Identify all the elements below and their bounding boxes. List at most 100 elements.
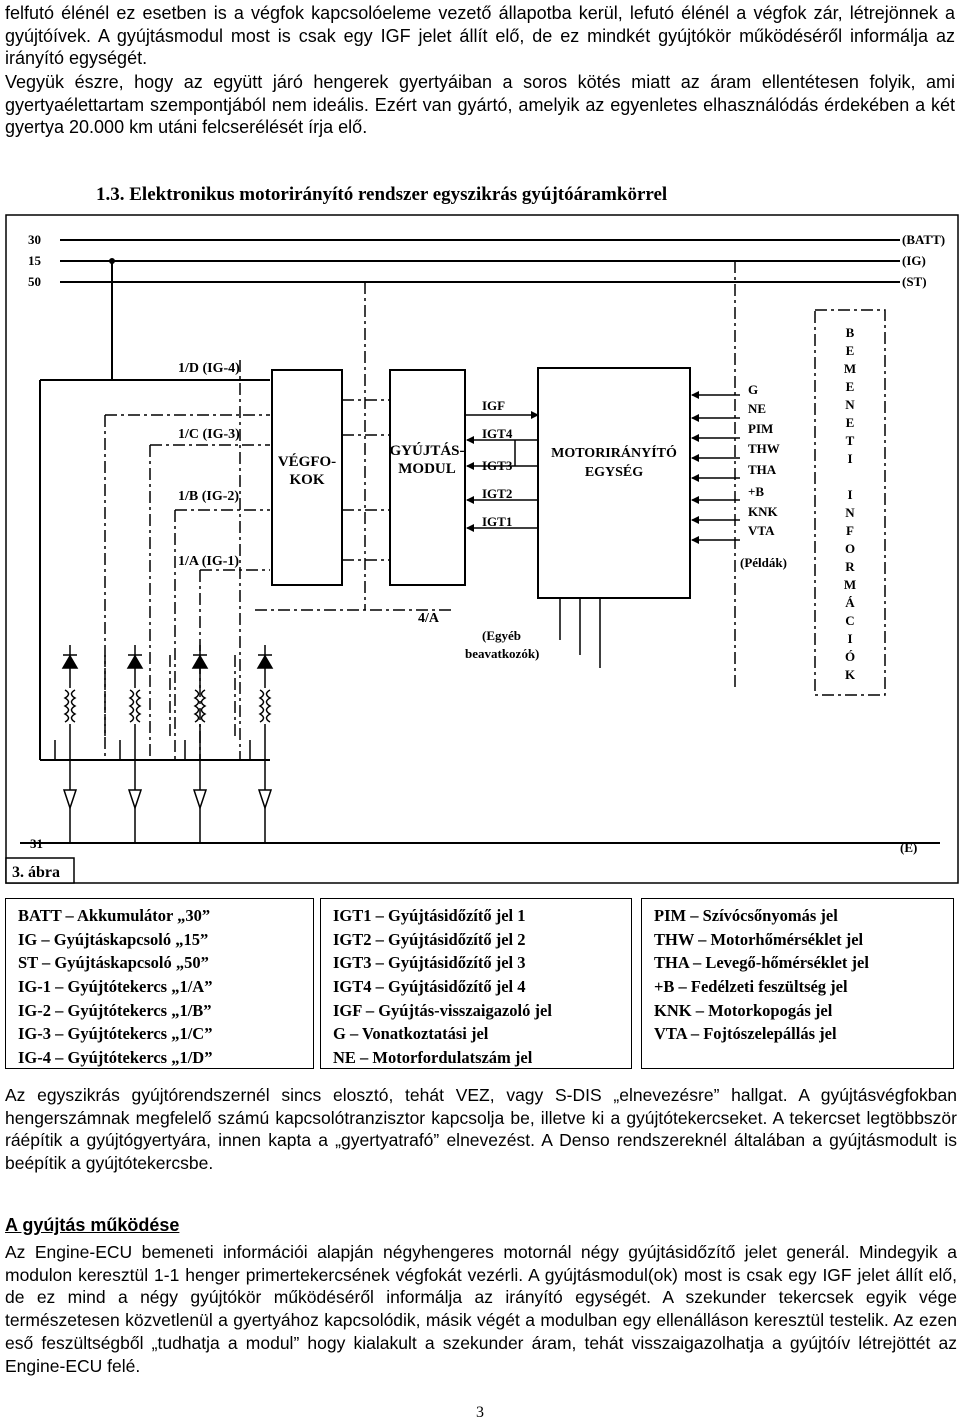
ecu-box: [537, 367, 691, 599]
signal-igf: IGF: [482, 398, 505, 413]
terminal-batt: (BATT): [902, 232, 945, 247]
input-thw: THW: [748, 441, 780, 456]
input-tha: THA: [748, 462, 777, 477]
diagram-frame: [5, 214, 959, 884]
input-plus-b: +B: [748, 484, 764, 499]
legend-item: IG-1 – Gyújtótekercs „1/A”: [18, 977, 213, 997]
legend-item: VTA – Fojtószelepállás jel: [654, 1024, 837, 1044]
legend-item: BATT – Akkumulátor „30”: [18, 906, 211, 925]
svg-text:I: I: [847, 451, 852, 466]
legend-item: NE – Motorfordulatszám jel: [333, 1048, 533, 1068]
secondary-coil-icon: [70, 689, 77, 723]
signal-igt1: IGT1: [482, 514, 512, 529]
svg-text:E: E: [846, 415, 855, 430]
body-paragraph-2: Az Engine-ECU bemeneti információi alapj…: [5, 1242, 957, 1376]
terminal-ig: (IG): [902, 253, 926, 268]
spark-plug-icon: [257, 789, 273, 811]
svg-text:E: E: [846, 343, 855, 358]
secondary-coil-icon: [200, 689, 207, 723]
vegfokok-box: [271, 369, 343, 586]
legend-item: IG-4 – Gyújtótekercs „1/D”: [18, 1048, 213, 1068]
input-g: G: [748, 382, 758, 397]
svg-text:N: N: [845, 397, 855, 412]
figure-title: 1.3. Elektronikus motorirányító rendszer…: [96, 184, 668, 205]
svg-text:Ó: Ó: [845, 649, 855, 664]
ecu-label-2: EGYSÉG: [585, 463, 643, 480]
input-info-box: [814, 309, 886, 696]
svg-text:I: I: [847, 487, 852, 502]
figure-caption: 3. ábra: [12, 864, 60, 881]
input-examples: (Példák): [740, 555, 787, 570]
ignition-coil-units: [39, 645, 274, 843]
legend-item: IGF – Gyújtás-visszaigazoló jel: [333, 1000, 552, 1020]
input-ne: NE: [748, 401, 766, 416]
primary-coil-icon: [63, 689, 70, 723]
legend-item: IGT2 – Gyújtásidőzítő jel 2: [333, 929, 526, 949]
vegfokok-label-1: VÉGFO-: [278, 453, 336, 470]
intro-paragraph-2: Vegyük észre, hogy az együtt járó henger…: [5, 72, 955, 137]
signal-igt2: IGT2: [482, 486, 512, 501]
terminal-50: 50: [28, 274, 41, 289]
svg-text:N: N: [845, 505, 855, 520]
other-actuators-1: (Egyéb: [482, 628, 521, 643]
other-actuators-2: beavatkozók): [465, 646, 539, 661]
legend-item: IGT1 – Gyújtásidőzítő jel 1: [333, 906, 526, 925]
primary-coil-icon: [258, 689, 265, 723]
gyujtasmodul-label-2: MODUL: [398, 461, 456, 477]
legend-item: G – Vonatkoztatási jel: [333, 1024, 489, 1044]
legend-item: THA – Levegő-hőmérséklet jel: [654, 953, 869, 973]
terminal-st: (ST): [902, 274, 927, 289]
terminal-15: 15: [28, 253, 42, 268]
legend-item: IG-3 – Gyújtótekercs „1/C”: [18, 1024, 213, 1044]
diode-icon: [191, 654, 209, 669]
gyujtasmodul-label-1: GYÚJTÁS-: [389, 442, 464, 459]
diode-icon: [256, 654, 274, 669]
svg-text:M: M: [844, 577, 856, 592]
legend-item: ST – Gyújtáskapcsoló „50”: [18, 953, 209, 973]
svg-text:I: I: [847, 631, 852, 646]
legend-column-3: PIM – Szívócsőnyomás jel THW – Motorhőmé…: [641, 898, 954, 1069]
legend-item: KNK – Motorkopogás jel: [654, 1000, 833, 1020]
ecu-label-1: MOTORIRÁNYÍTÓ: [551, 444, 677, 461]
secondary-coil-icon: [265, 689, 272, 723]
diode-icon: [126, 654, 144, 669]
spark-plug-icon: [127, 789, 143, 811]
svg-text:Á: Á: [845, 595, 855, 610]
vegfokok-label-2: KOK: [289, 472, 324, 488]
legend-item: +B – Fedélzeti feszültség jel: [654, 977, 848, 997]
input-pim: PIM: [748, 421, 773, 436]
supply-rails: [60, 239, 900, 283]
coil-label-1c: 1/C (IG-3): [178, 427, 240, 442]
coil-label-1d: 1/D (IG-4): [178, 361, 240, 376]
coil-label-1a: 1/A (IG-1): [178, 554, 239, 569]
spark-plug-icon: [62, 789, 78, 811]
legend-item: THW – Motorhőmérséklet jel: [654, 929, 864, 949]
legend-column-2: IGT1 – Gyújtásidőzítő jel 1 IGT2 – Gyújt…: [320, 898, 632, 1069]
signal-igt4: IGT4: [482, 426, 513, 441]
svg-text:K: K: [845, 667, 856, 682]
primary-coil-icon: [128, 689, 135, 723]
page-number: 3: [476, 1404, 484, 1421]
body-paragraph-1: Az egyszikrás gyújtórendszernél sincs el…: [5, 1085, 957, 1174]
svg-text:T: T: [846, 433, 855, 448]
svg-text:F: F: [846, 523, 854, 538]
svg-text:B: B: [846, 325, 855, 340]
legend-item: IGT3 – Gyújtásidőzítő jel 3: [333, 953, 526, 973]
legend-item: IG-2 – Gyújtótekercs „1/B”: [18, 1000, 212, 1020]
gyujtasmodul-ref: 4/A: [418, 611, 440, 626]
input-knk: KNK: [748, 504, 779, 519]
svg-text:M: M: [844, 361, 856, 376]
spark-plug-icon: [192, 789, 208, 811]
section-heading: A gyújtás működése: [5, 1215, 180, 1235]
svg-text:C: C: [845, 613, 854, 628]
terminal-30: 30: [28, 232, 41, 247]
coil-label-1b: 1/B (IG-2): [178, 489, 239, 504]
gyujtasmodul-box: [389, 369, 466, 586]
intro-paragraph-1: felfutó élénél ez esetben is a végfok ka…: [5, 3, 955, 68]
diode-icon: [61, 654, 79, 669]
ground-31: 31: [30, 836, 43, 851]
secondary-coil-icon: [135, 689, 142, 723]
legend-item: IG – Gyújtáskapcsoló „15”: [18, 929, 209, 949]
ignition-circuit-diagram: 30 15 50 (BATT) (IG) (ST) 1/D (IG-4) 1/C…: [5, 214, 959, 884]
primary-coil-icon: [193, 689, 200, 723]
